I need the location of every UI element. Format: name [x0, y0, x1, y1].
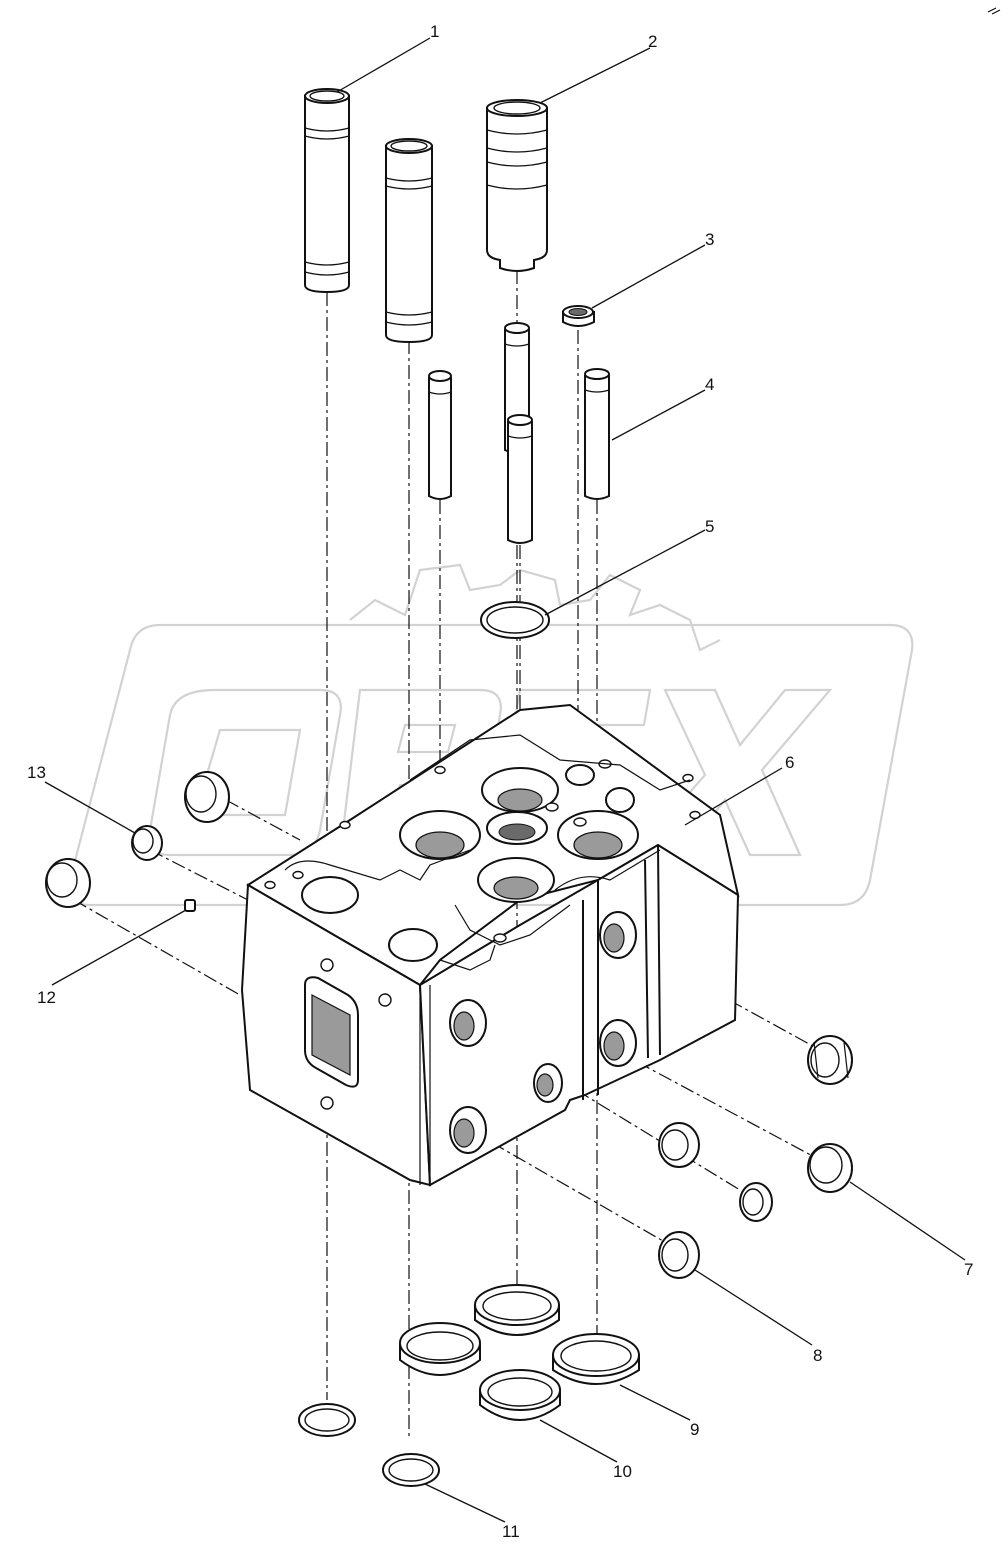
watermark-badge — [68, 623, 914, 907]
part-5-o-ring — [480, 601, 550, 639]
part-11-o-ring — [382, 1453, 440, 1487]
head-right-ports — [449, 911, 637, 1154]
callout-2: 2 — [648, 32, 657, 51]
part-o-ring-bottom-left — [298, 1403, 356, 1437]
part-4-valve-guides — [428, 322, 610, 544]
part-8-seal-ring-lower — [658, 1231, 700, 1279]
callout-7: 7 — [964, 1260, 973, 1279]
part-10-valve-seat-ring — [479, 1369, 561, 1421]
part-2-injector-sleeve — [486, 99, 548, 272]
valve-guide-c — [507, 414, 533, 544]
valve-guide-a — [428, 370, 452, 500]
callout-10: 10 — [613, 1462, 632, 1481]
part-8-seal-ring-upper — [807, 1035, 853, 1085]
head-top-ports — [264, 734, 701, 971]
callout-6: 6 — [785, 753, 794, 772]
part-8-seal-ring-small — [739, 1182, 773, 1222]
callout-labels: 1 2 3 4 5 6 7 8 9 10 11 12 13 — [27, 22, 973, 1541]
part-plug-large-lower — [45, 858, 91, 908]
callout-12: 12 — [37, 988, 56, 1007]
watermark-gear — [349, 563, 721, 652]
callout-11: 11 — [502, 1522, 520, 1541]
corner-mark — [987, 7, 1001, 15]
callout-9: 9 — [690, 1420, 699, 1439]
part-13-plug-upper — [131, 825, 163, 861]
part-1-sleeve-left — [304, 88, 350, 294]
part-plug-large-upper — [184, 771, 230, 823]
callout-8: 8 — [813, 1346, 822, 1365]
part-ring-upper-left — [399, 1322, 481, 1376]
watermark-letter-o — [148, 688, 342, 857]
part-1-sleeve-right — [385, 138, 433, 344]
callout-5: 5 — [705, 517, 714, 536]
valve-guide-d — [584, 368, 610, 500]
part-7-plug — [807, 1143, 853, 1193]
part-6-cylinder-head — [240, 703, 740, 1187]
part-ring-upper-center — [474, 1284, 560, 1336]
callout-13: 13 — [27, 763, 46, 782]
callout-3: 3 — [705, 230, 714, 249]
callout-leaders — [44, 37, 966, 1523]
part-3-bush — [562, 305, 595, 327]
part-8-seal-ring-middle — [658, 1122, 700, 1168]
callout-1: 1 — [430, 22, 439, 41]
part-9-valve-seat-ring — [552, 1333, 640, 1385]
part-12-small-plug — [184, 899, 196, 912]
head-front-features — [304, 958, 392, 1110]
callout-4: 4 — [705, 375, 714, 394]
